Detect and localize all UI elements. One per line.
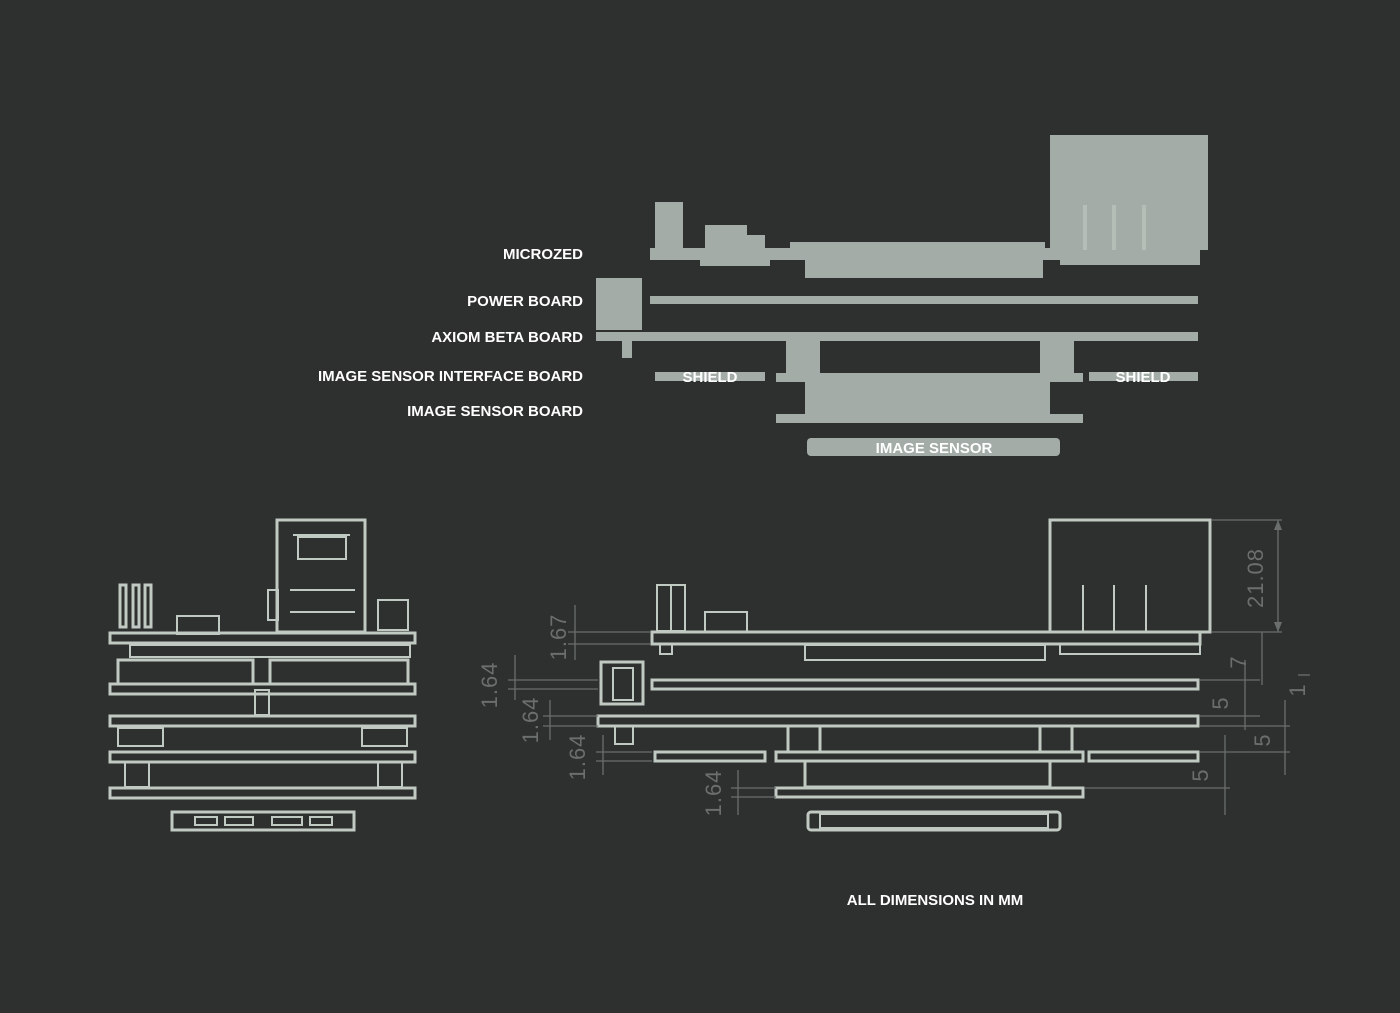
axiom-beta-board-part <box>596 332 1198 341</box>
label-microzed: MICROZED <box>503 246 583 263</box>
dim-5-interface-sensor: 5 <box>1188 768 1213 781</box>
label-image-sensor: IMAGE SENSOR <box>876 440 993 457</box>
dimension-lines <box>508 519 1310 815</box>
power-board-part <box>596 278 1198 358</box>
dim-1: 1 <box>1285 683 1310 696</box>
label-power-board: POWER BOARD <box>467 293 583 310</box>
image-sensor-part <box>807 438 1060 456</box>
label-image-sensor-board: IMAGE SENSOR BOARD <box>407 403 583 420</box>
labeled-side-view: MICROZED POWER BOARD AXIOM BETA BOARD IM… <box>318 135 1208 457</box>
dim-1-64-power: 1.64 <box>477 662 502 709</box>
label-axiom-beta-board: AXIOM BETA BOARD <box>431 329 583 346</box>
dim-1-64-axiom: 1.64 <box>518 697 543 744</box>
interface-board-part <box>655 341 1198 382</box>
dim-5-power-axiom: 5 <box>1208 696 1233 709</box>
units-note: ALL DIMENSIONS IN MM <box>847 892 1023 909</box>
front-outline-view <box>108 518 417 832</box>
label-image-sensor-interface-board: IMAGE SENSOR INTERFACE BOARD <box>318 368 583 385</box>
microzed-part <box>650 135 1208 278</box>
dim-1-67: 1.67 <box>546 614 571 661</box>
label-shield-left: SHIELD <box>682 369 737 386</box>
dim-7: 7 <box>1226 655 1251 668</box>
dim-5-axiom-interface: 5 <box>1250 733 1275 746</box>
dim-1-64-interface: 1.64 <box>565 734 590 781</box>
image-sensor-board-part <box>776 382 1083 423</box>
label-shield-right: SHIELD <box>1115 369 1170 386</box>
dim-1-64-sensor-board: 1.64 <box>701 770 726 817</box>
dimensioned-side-view: 21.08 1.67 1.64 1.64 1.64 1.64 7 5 5 5 1 <box>477 518 1310 832</box>
dim-21-08: 21.08 <box>1243 548 1268 608</box>
